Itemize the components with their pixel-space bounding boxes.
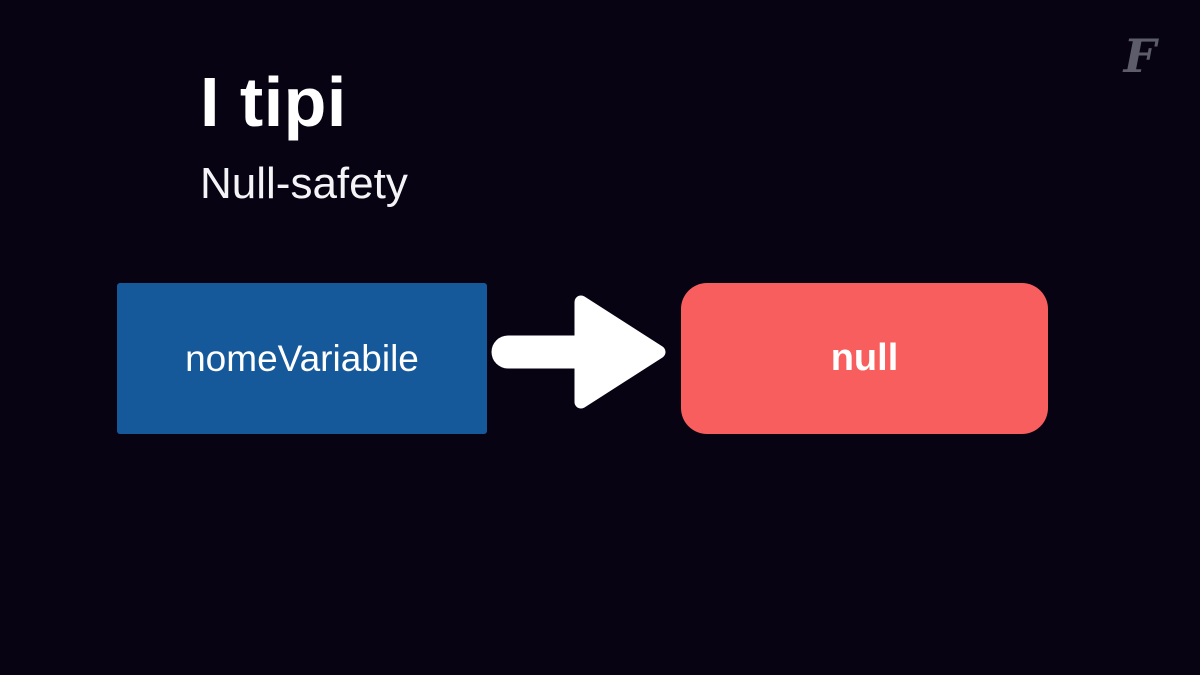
variable-box-label: nomeVariabile xyxy=(185,337,419,379)
slide-title: I tipi xyxy=(200,63,347,141)
slide-subtitle: Null-safety xyxy=(200,159,408,208)
arrow-right-icon xyxy=(491,295,666,409)
value-box-label: null xyxy=(830,337,899,379)
value-box: null xyxy=(681,283,1048,434)
script-f-logo-icon: F xyxy=(1123,29,1157,83)
variable-box: nomeVariabile xyxy=(117,283,487,434)
